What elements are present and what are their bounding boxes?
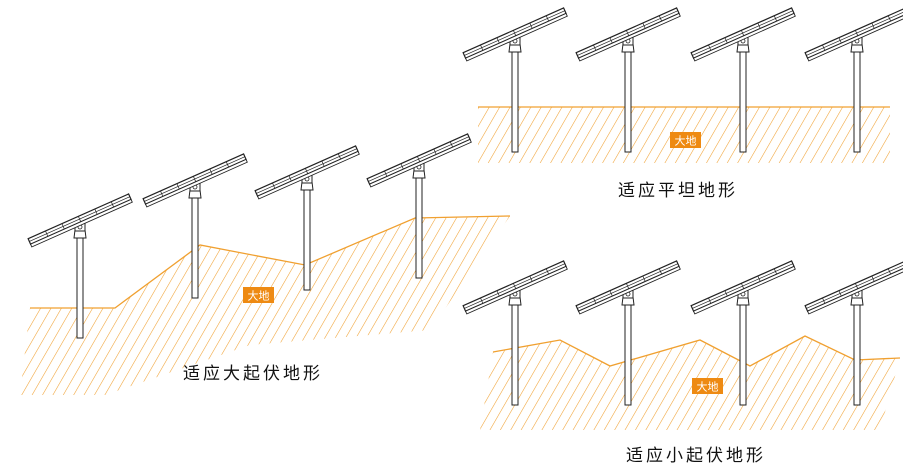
large-terrain-surface-line	[30, 215, 511, 309]
ground-label: 大地	[697, 380, 719, 394]
ground-label-box	[243, 287, 274, 303]
ground-label: 大地	[248, 289, 270, 303]
small-terrain-ground	[480, 336, 900, 430]
small-terrain-surface-line	[492, 335, 901, 367]
large-undulating-scene: 大地	[20, 133, 511, 395]
small-undulating-scene: 大地	[462, 260, 903, 430]
small-undulating-caption: 适应小起伏地形	[626, 446, 766, 466]
large-undulating-caption: 适应大起伏地形	[183, 364, 323, 384]
large-terrain-ground	[20, 216, 510, 395]
ground-label-box	[692, 378, 723, 394]
ground-label: 大地	[675, 134, 697, 148]
flat-scene: 大地	[462, 7, 903, 163]
ground-label-box	[670, 132, 701, 148]
flat-terrain-caption: 适应平坦地形	[618, 181, 738, 201]
